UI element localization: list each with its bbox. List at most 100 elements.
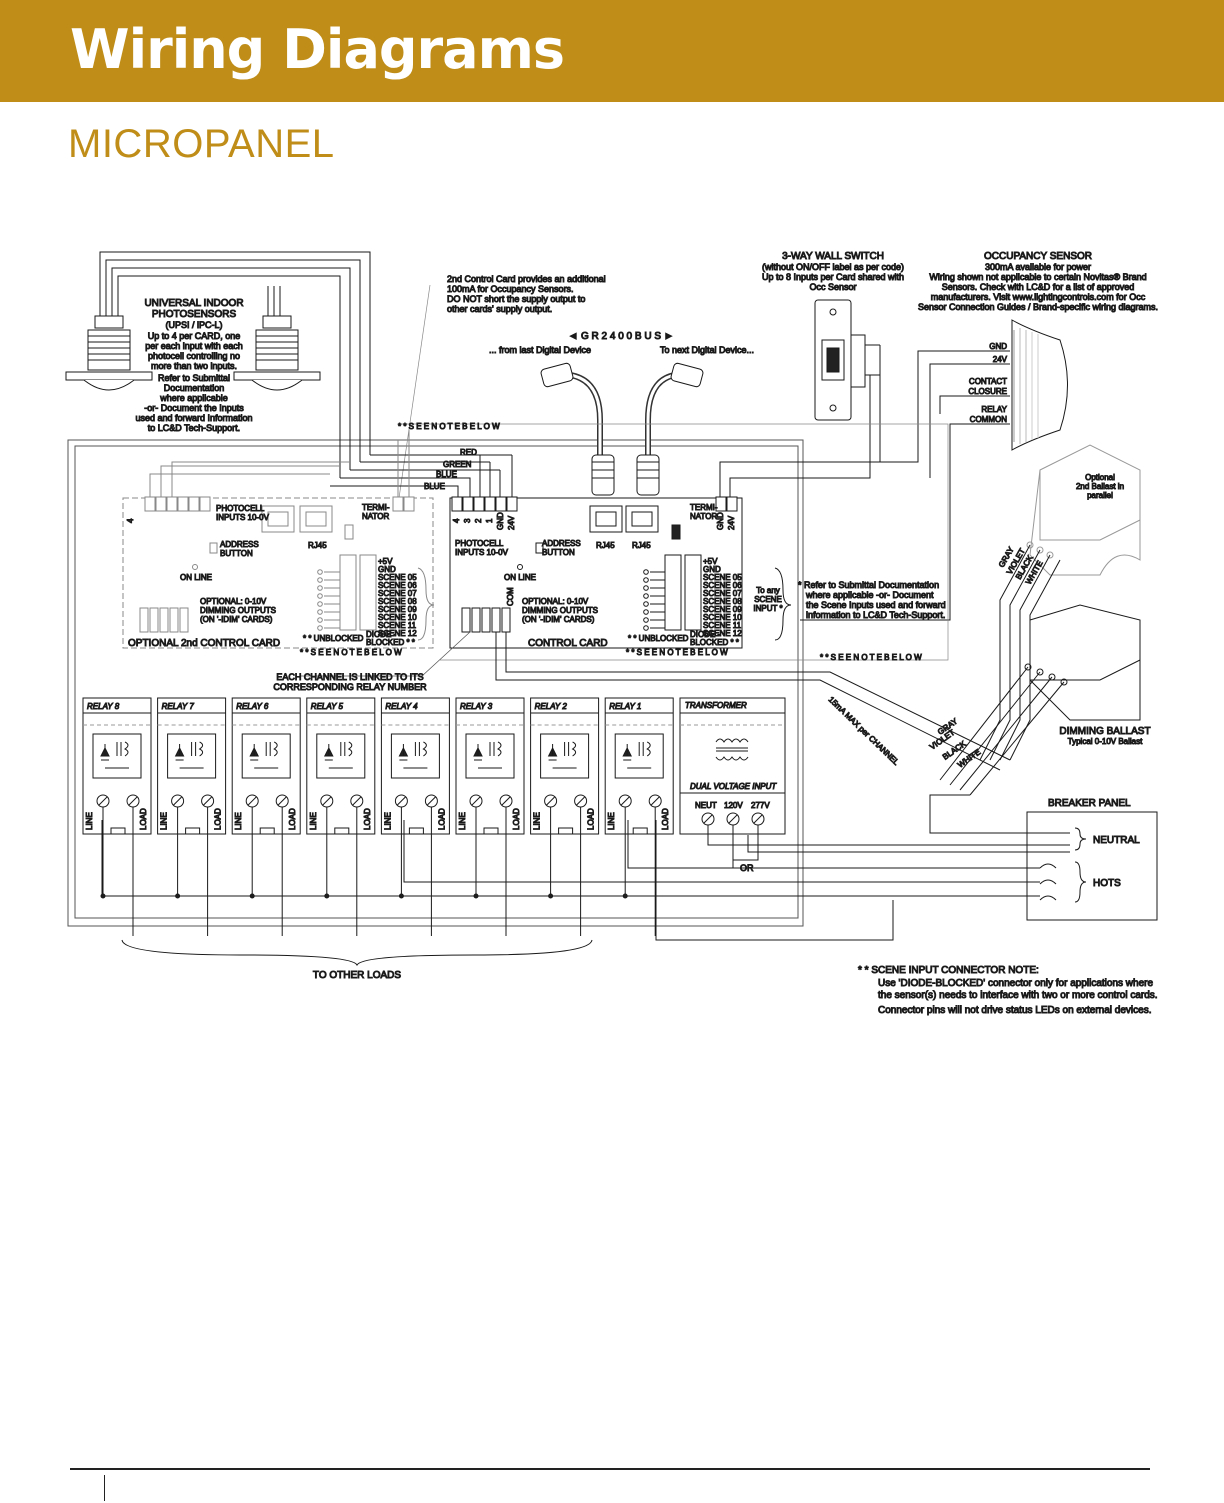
pin-label: 4 — [126, 518, 135, 523]
optional-ballast-label: Optional — [1085, 473, 1115, 482]
card-photocell-label: INPUTS 10-0V — [455, 548, 509, 557]
transformer-neut: NEUT — [695, 801, 717, 810]
second-card-diode: DIODE - — [366, 630, 397, 639]
connector-note-line: Use 'DIODE-BLOCKED' connector only for a… — [878, 978, 1153, 989]
control-card — [449, 496, 792, 649]
scene-label: SCENE 07 — [378, 589, 417, 598]
scene-note-line: * Refer to Submittal Documentation — [798, 580, 939, 590]
photosensor-note-line: Documentation — [164, 383, 225, 393]
wire-blue-label: BLUE — [436, 470, 457, 479]
card-terminator-label: NATOR — [690, 512, 717, 521]
second-card-note-line: 2nd Control Card provides an additional — [447, 274, 606, 284]
ballast-typ: Typical 0-10V Ballast — [1068, 737, 1143, 746]
neutral-label: NEUTRAL — [1093, 835, 1140, 846]
channel-note-line: CORRESPONDING RELAY NUMBER — [273, 682, 427, 692]
scene-input-label: SCENE — [754, 595, 782, 604]
card-photocell-label: PHOTOCELL — [455, 539, 504, 548]
scene-input-label: INPUT * — [753, 604, 782, 613]
scene-label: SCENE 08 — [703, 597, 742, 606]
relay-line-label: LINE — [234, 812, 243, 830]
see-note: * * S E E N O T E B E L O W — [398, 422, 500, 431]
wall-switch-line: Occ Sensor — [809, 282, 856, 292]
scene-label: SCENE 05 — [703, 573, 742, 582]
other-loads-brace — [121, 939, 593, 967]
wall-switch-title: 3-WAY WALL SWITCH — [782, 251, 884, 262]
control-card-name: CONTROL CARD — [528, 638, 608, 649]
relay-line-label: LINE — [309, 812, 318, 830]
enclosure — [67, 439, 804, 927]
pin-label: 2 — [474, 518, 483, 523]
second-card-rj45: RJ45 — [308, 541, 327, 550]
occupancy-line: Sensors. Check with LC&D for a list of a… — [942, 282, 1135, 292]
pin-label: 1 — [485, 518, 494, 523]
photosensor-desc-line: photocell controlling no — [148, 351, 240, 361]
occ-terminal-label: 24V — [993, 355, 1008, 364]
card-unblocked-label: * * UNBLOCKED — [628, 634, 689, 643]
second-card-diode: BLOCKED * * — [366, 638, 415, 647]
scene-label: GND — [703, 565, 721, 574]
photosensor-title: UNIVERSAL INDOOR — [144, 298, 243, 309]
breaker-panel — [1026, 811, 1158, 921]
dimming-ballast — [1024, 604, 1141, 721]
connector-note-title: * * SCENE INPUT CONNECTOR NOTE: — [858, 965, 1039, 976]
second-card-online: ON LINE — [180, 573, 212, 582]
scene-note-line: where applicable -or- Document — [805, 590, 934, 600]
occupancy-line: Sensor Connection Guides / Brand-specifi… — [918, 302, 1158, 312]
relay-load-label: LOAD — [587, 808, 596, 830]
optional-ballast-label: parallel — [1087, 491, 1113, 500]
card-address-label: BUTTON — [542, 548, 575, 557]
photosensor-note-line: Refer to Submittal — [158, 373, 230, 383]
scene-label: SCENE 10 — [378, 613, 417, 622]
occ-terminal-label: CLOSURE — [968, 387, 1007, 396]
see-note: * * S E E N O T E B E L O W — [626, 648, 728, 657]
bus-to-label: To next Digital Device... — [660, 345, 754, 355]
photosensor-model: (UPSI / iPC-L) — [165, 320, 222, 330]
second-card-photocell: PHOTOCELL — [216, 504, 265, 513]
second-card-address: BUTTON — [220, 549, 253, 558]
scene-label: SCENE 10 — [703, 613, 742, 622]
scene-label: SCENE 06 — [378, 581, 417, 590]
relay-label: RELAY 7 — [162, 702, 195, 711]
second-card-unblocked: * * UNBLOCKED — [303, 634, 364, 643]
transformer-120v: 120V — [724, 801, 743, 810]
relay-label: RELAY 3 — [460, 702, 493, 711]
max-current-label: 15mA MAX per CHANNEL — [827, 695, 901, 767]
scene-label: SCENE 09 — [378, 605, 417, 614]
scene-label: SCENE 06 — [703, 581, 742, 590]
card-online-label: ON LINE — [504, 573, 536, 582]
occ-terminal-label: GND — [989, 342, 1007, 351]
relay-label: RELAY 2 — [535, 702, 568, 711]
breaker-title: BREAKER PANEL — [1048, 798, 1131, 809]
scene-note-line: information to LC&D Tech-Support. — [806, 610, 945, 620]
second-control-card — [122, 430, 435, 649]
occupancy-line: Wiring shown not applicable to certain N… — [929, 272, 1146, 282]
card-diode-label: BLOCKED * * — [690, 638, 739, 647]
connector-note-line: the sensor(s) needs to interface with tw… — [878, 990, 1158, 1001]
photosensor-note-line: -or- Document the Inputs — [144, 403, 244, 413]
transformer — [679, 697, 786, 835]
scene-label: SCENE 12 — [378, 629, 417, 638]
card-optional-label: DIMMING OUTPUTS — [522, 606, 598, 615]
scene-label: SCENE 07 — [703, 589, 742, 598]
card-terminator-label: TERMI- — [690, 503, 718, 512]
card-optional-label: OPTIONAL: 0-10V — [522, 597, 589, 606]
photosensor-note-line: to LC&D Tech-Support. — [148, 423, 240, 433]
relay-load-label: LOAD — [139, 808, 148, 830]
photosensor-group — [65, 251, 371, 478]
scene-label: SCENE 11 — [703, 621, 742, 630]
photosensor-desc-line: more than two inputs. — [151, 361, 237, 371]
footer-rule — [70, 1468, 1150, 1470]
scene-label: +5V — [378, 557, 393, 566]
relay-load-label: LOAD — [288, 808, 297, 830]
occ-terminal-label: COMMON — [970, 415, 1008, 424]
second-card-terminator: TERMI- — [362, 503, 390, 512]
photosensor-note-line: where applicable — [159, 393, 228, 403]
